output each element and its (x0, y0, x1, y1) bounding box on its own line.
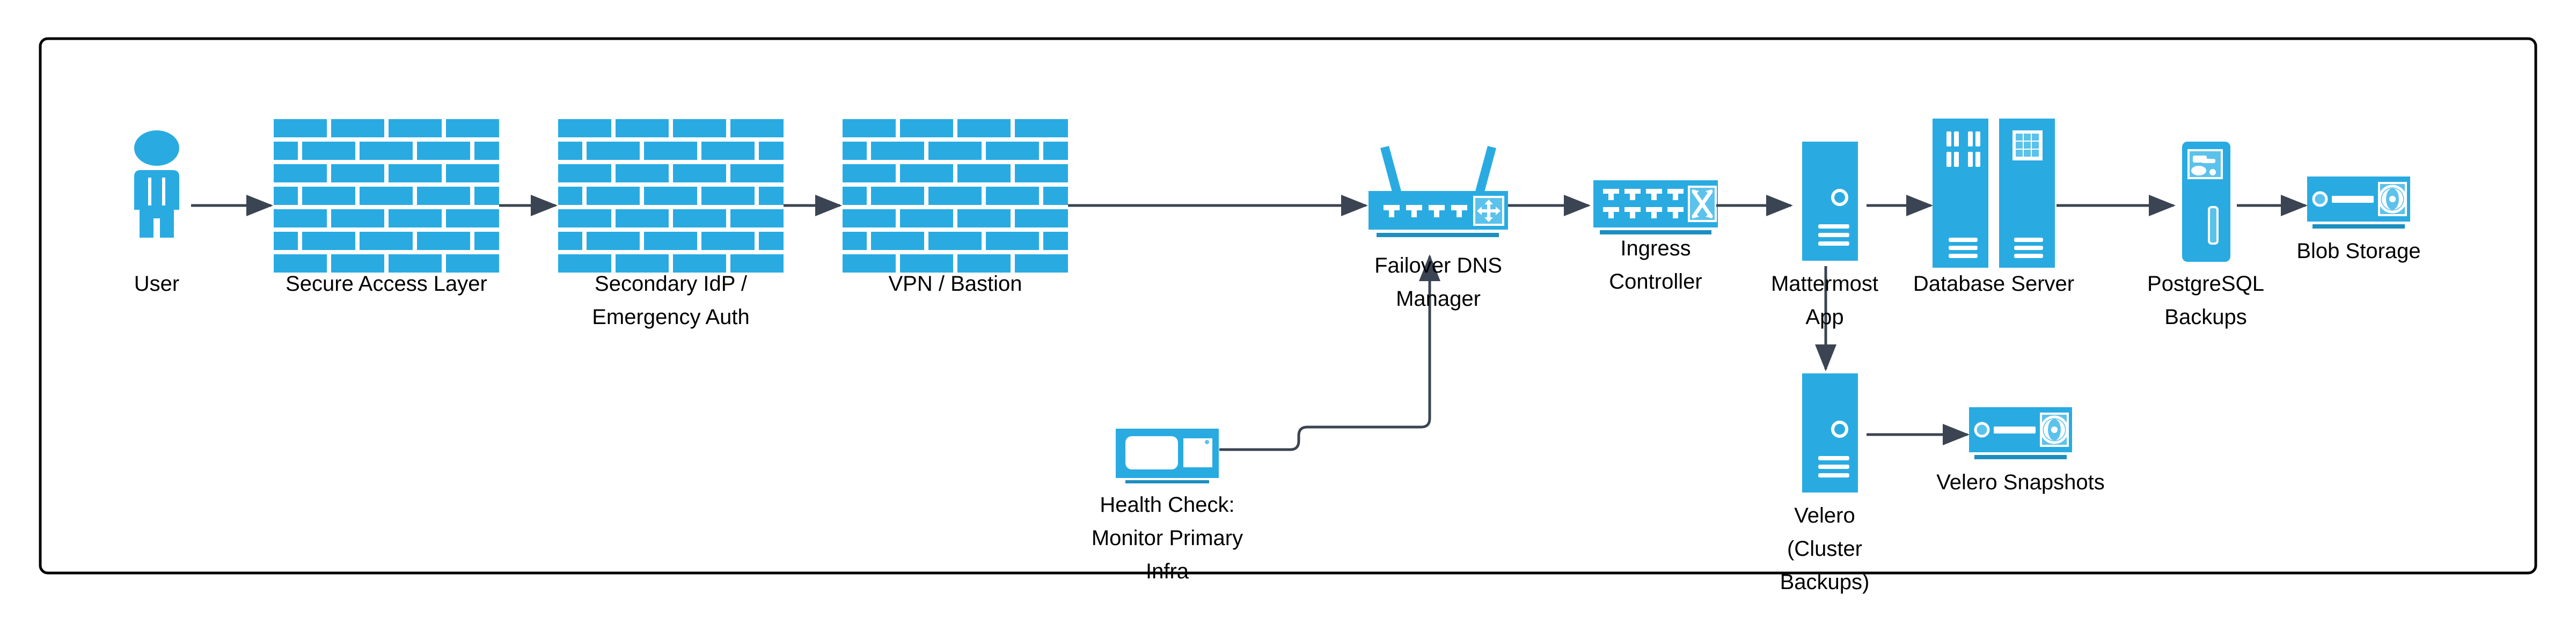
server-tower-icon (1802, 142, 1858, 261)
node-velero-snapshots[interactable] (1969, 407, 2072, 459)
node-blob-storage[interactable] (2307, 177, 2410, 229)
node-secure-access-layer[interactable] (274, 119, 499, 273)
monitoring-screen-icon (1116, 429, 1219, 483)
node-user[interactable] (134, 130, 179, 238)
node-vpn-bastion[interactable] (843, 119, 1068, 273)
node-velero[interactable] (1802, 373, 1858, 493)
firewall-brick-wall-icon (274, 119, 499, 273)
node-secondary-idp[interactable] (558, 119, 784, 273)
firewall-brick-wall-icon (558, 119, 784, 273)
node-health-check[interactable] (1116, 429, 1219, 483)
node-mattermost-app[interactable] (1802, 142, 1858, 261)
server-tower-icon (1802, 373, 1858, 493)
wireless-router-icon (1367, 145, 1509, 238)
firewall-brick-wall-icon (843, 119, 1068, 273)
node-database-server[interactable] (1933, 119, 2055, 268)
backup-appliance-icon (2181, 141, 2231, 263)
user-person-icon (134, 130, 179, 238)
node-postgresql-backups[interactable] (2181, 141, 2231, 263)
disk-storage-icon (2307, 177, 2410, 229)
database-rack-pair-icon (1933, 119, 2055, 268)
node-failover-dns[interactable] (1367, 145, 1509, 238)
node-ingress-controller[interactable] (1593, 180, 1718, 234)
edge-health-check-to-failover-dns (1219, 254, 1440, 451)
network-switch-icon (1593, 180, 1718, 234)
diagram-boundary (39, 37, 2537, 575)
disk-storage-icon (1969, 407, 2072, 459)
